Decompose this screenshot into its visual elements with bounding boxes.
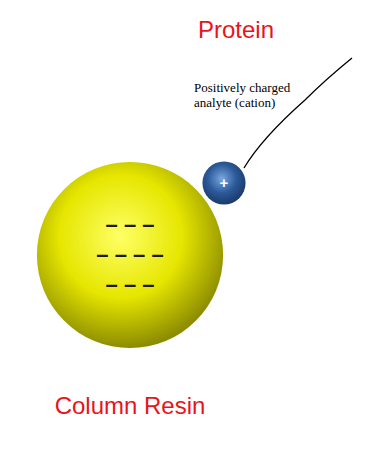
resin-bead: – – –– – – –– – – [35, 160, 225, 350]
cation-bead: + [202, 161, 246, 205]
title-label: Column Resin [55, 392, 206, 420]
charge-row: – – – [106, 210, 155, 240]
charge-row: – – – [106, 270, 155, 300]
tether-line [244, 58, 352, 168]
charge-sign: + [220, 175, 229, 191]
title-label: Protein [198, 16, 274, 44]
charge-row: – – – – [96, 240, 163, 270]
annotation: Positively charged analyte (cation) [194, 80, 306, 110]
